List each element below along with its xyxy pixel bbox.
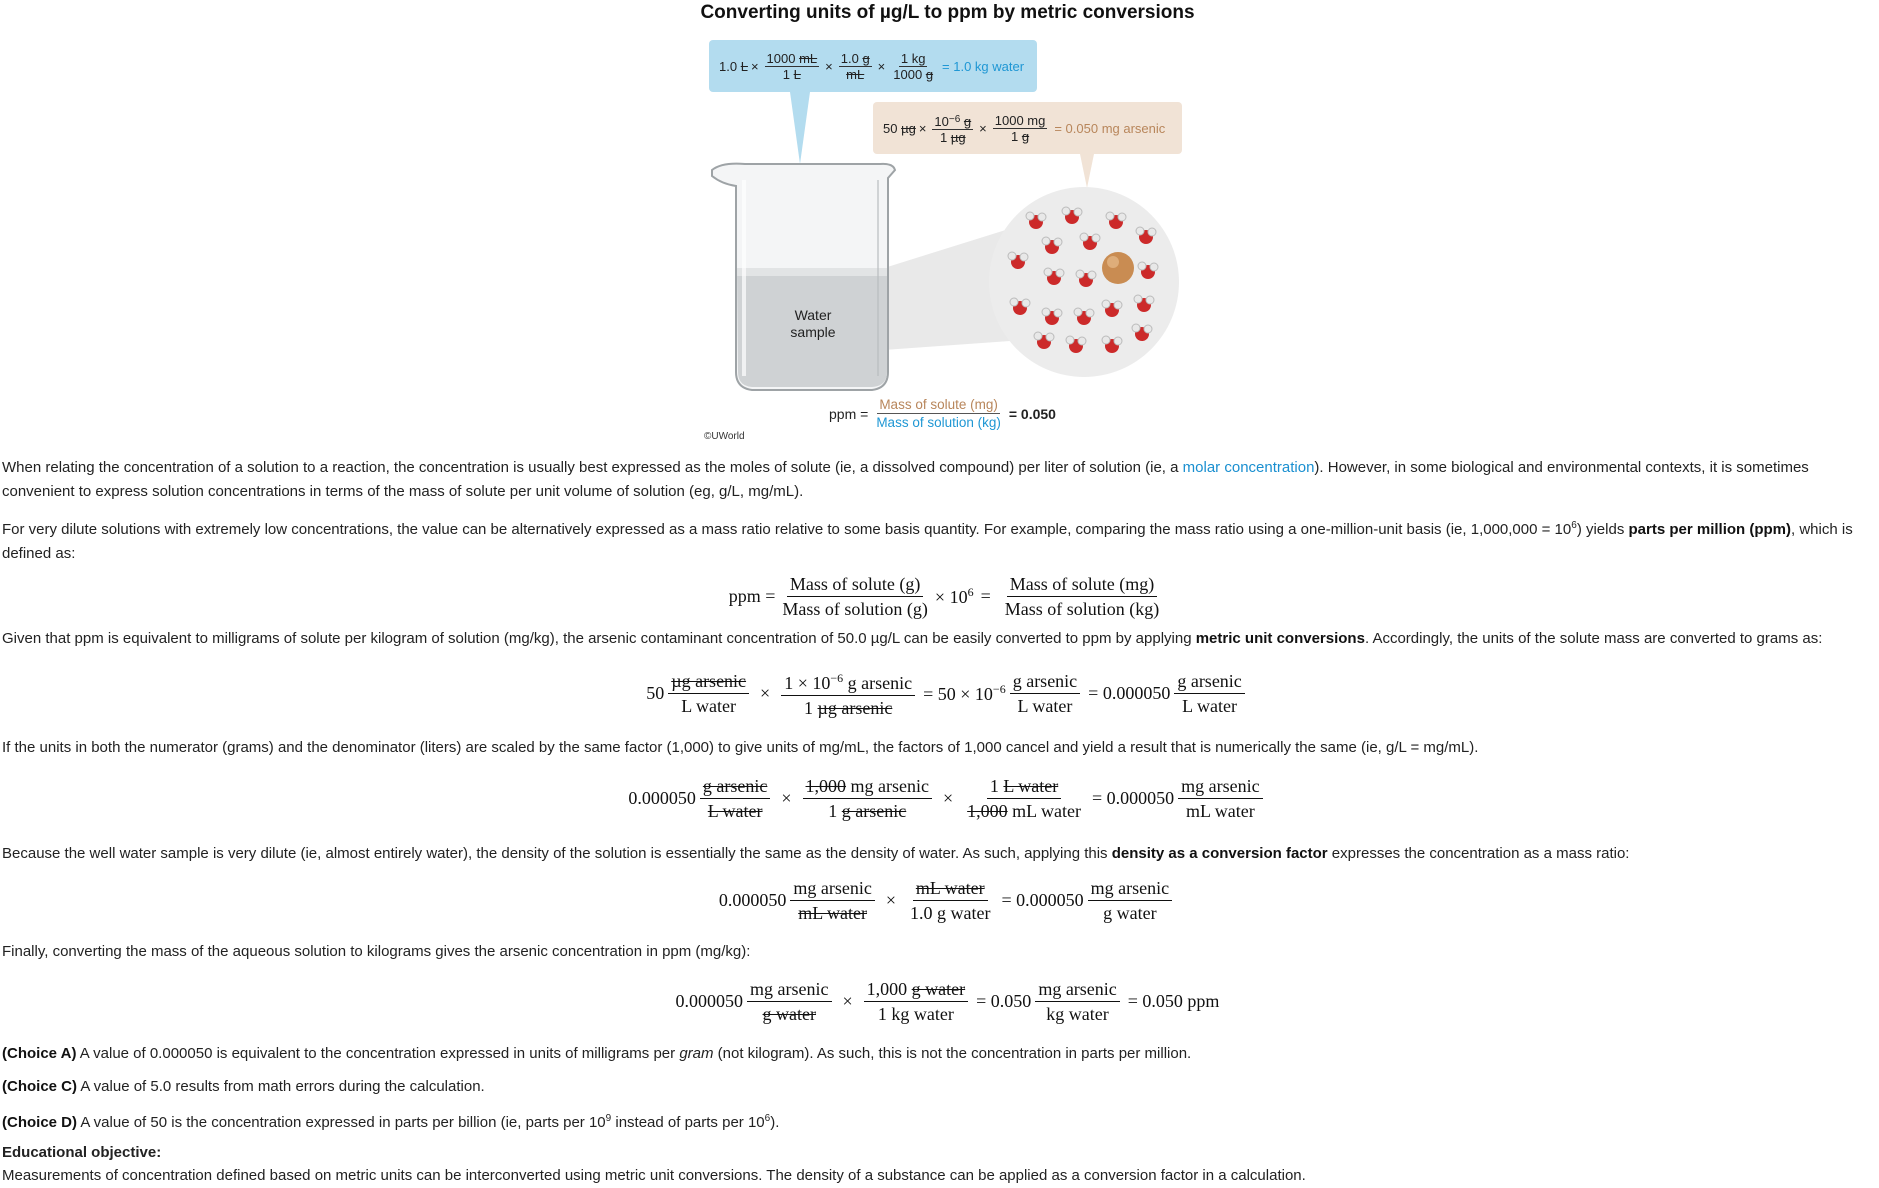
water-molecules (1007, 206, 1159, 353)
arsenic-atom (1102, 252, 1134, 284)
choice-c-explanation: (Choice C) A value of 5.0 results from m… (2, 1078, 485, 1095)
beaker-label: Water sample (790, 307, 836, 340)
volume-to-mass-callout: 1.0 L × 1000 mL 1 L × 1.0 g mL × 1 kg 10… (709, 40, 1037, 92)
paragraph-ppm-definition: For very dilute solutions with extremely… (2, 520, 1853, 562)
paragraph-molar-concentration: When relating the concentration of a sol… (2, 459, 1809, 500)
blue-result: = 1.0 kg water (942, 58, 1025, 74)
ppm-formula: ppm = Mass of solute (mg) Mass of soluti… (829, 397, 1056, 430)
educational-objective-text: Measurements of concentration defined ba… (2, 1167, 1306, 1184)
paragraph-density: Because the well water sample is very di… (2, 845, 1630, 862)
molar-concentration-link[interactable]: molar concentration (1182, 459, 1315, 476)
blue-callout-pointer (790, 92, 810, 164)
tan-callout-pointer (1080, 154, 1094, 188)
beaker-icon (711, 162, 897, 391)
tan-lead: 50 µg (883, 120, 916, 136)
paragraph-metric-conversions: Given that ppm is equivalent to milligra… (2, 630, 1823, 647)
beaker-illustration (711, 92, 1179, 391)
figure-credit: ©UWorld (704, 431, 745, 442)
choice-d-explanation: (Choice D) A value of 50 is the concentr… (2, 1113, 780, 1131)
blue-fraction-3: 1 kg 1000 g (893, 50, 934, 82)
paragraph-final-conversion: Finally, converting the mass of the aque… (2, 943, 751, 960)
educational-objective-heading: Educational objective: (2, 1144, 162, 1161)
paragraph-scaling: If the units in both the numerator (gram… (2, 739, 1479, 756)
equation-ppm-definition: ppm = Mass of solute (g)Mass of solution… (728, 573, 1160, 619)
tan-result: = 0.050 mg arsenic (1054, 120, 1166, 136)
choice-a-explanation: (Choice A) A value of 0.000050 is equiva… (2, 1045, 1192, 1062)
blue-lead: 1.0 L (719, 58, 748, 74)
mass-conversion-callout: 50 µg × 10−6 g 1 µg × 1000 mg 1 g = 0.05… (873, 102, 1182, 154)
blue-fraction-1: 1000 mL 1 L (764, 50, 820, 82)
figure-title: Converting units of µg/L to ppm by metri… (700, 2, 1195, 23)
tan-fraction-2: 1000 mg 1 g (992, 112, 1048, 144)
blue-fraction-2: 1.0 g mL (838, 50, 872, 82)
tan-fraction-1: 10−6 g 1 µg (932, 113, 974, 145)
